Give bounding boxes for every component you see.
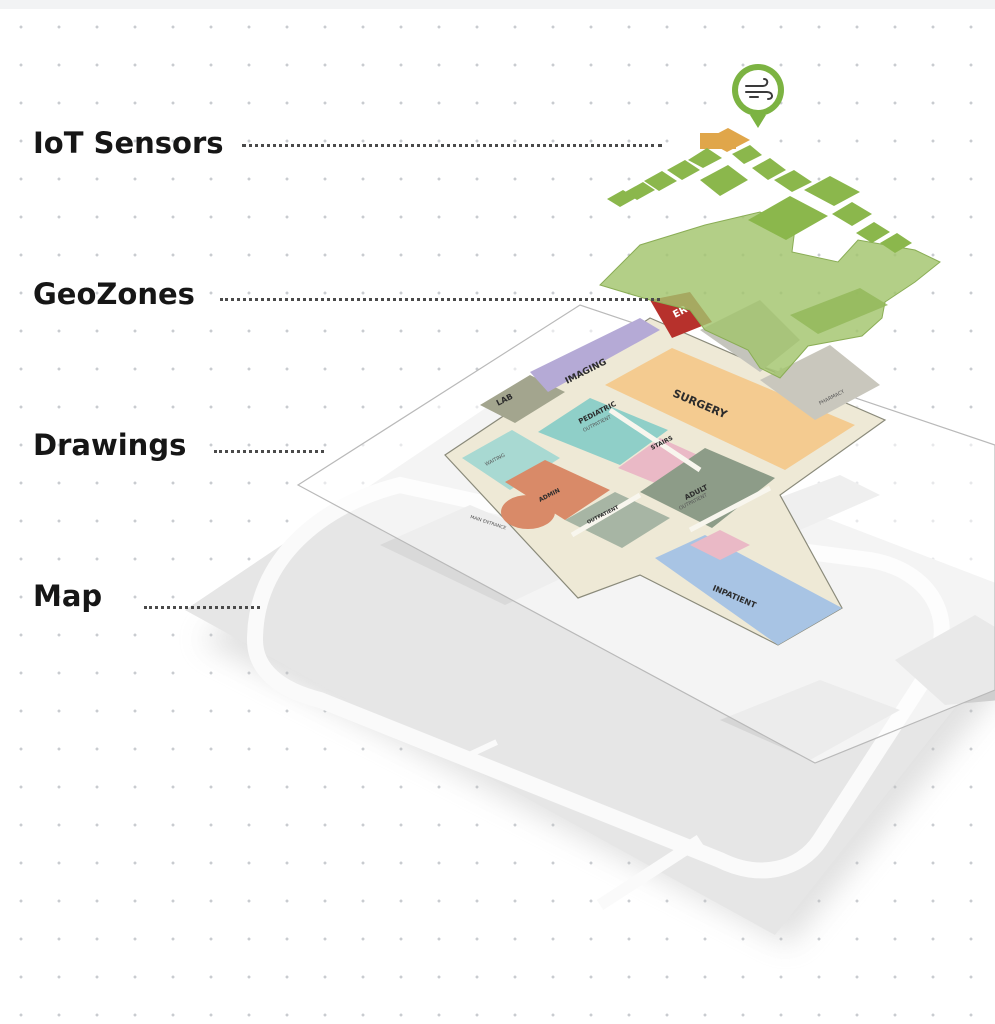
sensor-zone bbox=[700, 165, 748, 196]
layer-label-map: Map bbox=[33, 579, 103, 613]
room-inpatient bbox=[655, 535, 842, 645]
room-pediatric-waiting bbox=[462, 430, 560, 490]
sensor-zone bbox=[732, 145, 762, 164]
sensor-pin-face bbox=[738, 70, 778, 110]
air-flow-icon bbox=[745, 78, 773, 100]
map-marking bbox=[470, 739, 498, 757]
sensor-zone bbox=[607, 190, 636, 207]
sensor-zone bbox=[644, 171, 677, 191]
sensor-zone bbox=[856, 222, 890, 243]
leader-line-map bbox=[144, 606, 260, 609]
room-pharmacy bbox=[760, 345, 880, 420]
layer-label-geozones: GeoZones bbox=[33, 277, 195, 311]
room-admin bbox=[505, 460, 610, 520]
leader-line-drawings bbox=[214, 450, 324, 453]
layer-label-drawings: Drawings bbox=[33, 428, 187, 462]
sensor-zone bbox=[625, 182, 655, 200]
room-outpatient bbox=[565, 492, 670, 548]
sensor-pin[interactable] bbox=[732, 64, 784, 128]
drawings-layer[interactable]: IMAGING LAB ER SURGERY PEDIATRIC OUTPATI… bbox=[296, 292, 995, 764]
room-imaging bbox=[530, 318, 660, 392]
sensor-zone bbox=[880, 233, 912, 253]
layer-label-iot-sensors: IoT Sensors bbox=[33, 126, 224, 160]
leader-line-iot-sensors bbox=[242, 144, 662, 147]
sensor-pin-tip bbox=[750, 115, 766, 128]
sensor-zone bbox=[667, 160, 700, 180]
room-surgery bbox=[605, 348, 855, 470]
room-pediatric bbox=[538, 398, 668, 465]
sensor-zone bbox=[804, 176, 860, 206]
geozone-wing bbox=[790, 288, 888, 334]
sensor-zone bbox=[832, 202, 872, 226]
sensor-zone bbox=[748, 196, 828, 240]
iot-sensors-layer[interactable] bbox=[607, 128, 912, 253]
room-stairs bbox=[618, 438, 700, 485]
leader-line-geozones bbox=[220, 298, 660, 301]
sensor-zone-alert bbox=[705, 128, 750, 152]
corridor bbox=[570, 407, 772, 538]
sensor-zone bbox=[688, 148, 722, 168]
floor-plan bbox=[444, 292, 887, 646]
room-admin-rotunda bbox=[501, 495, 555, 529]
sensor-zone bbox=[752, 158, 786, 180]
room-adult bbox=[640, 448, 775, 528]
geozones-layer[interactable] bbox=[599, 211, 941, 379]
room-inpatient-accent bbox=[690, 530, 750, 560]
sensor-zone bbox=[774, 170, 812, 192]
top-strip bbox=[0, 0, 995, 9]
